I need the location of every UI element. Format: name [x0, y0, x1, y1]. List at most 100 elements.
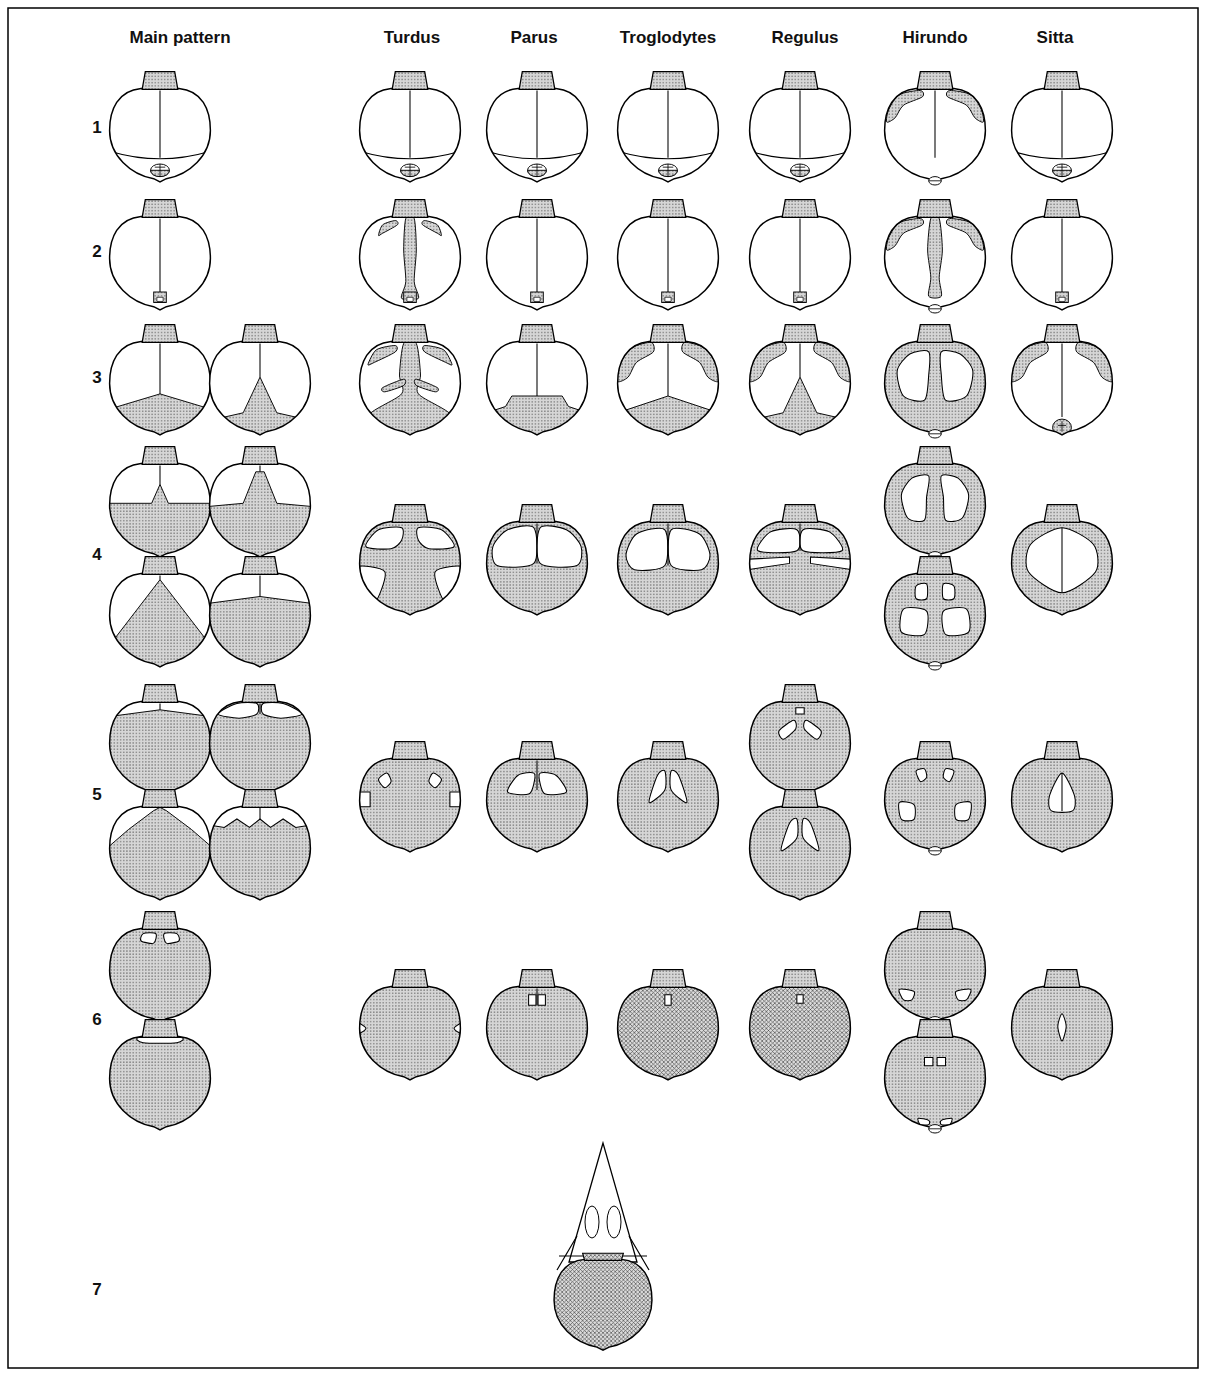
skull	[605, 970, 731, 1094]
unossified-window	[353, 566, 385, 604]
skull-outline	[360, 758, 461, 851]
ossified-area	[814, 342, 851, 381]
ossification-pattern	[737, 798, 863, 914]
ossified-area	[737, 693, 863, 809]
skull-outline	[885, 1036, 986, 1129]
midline-suture	[667, 91, 668, 158]
ossification-pattern	[737, 978, 863, 1094]
column-heading: Turdus	[384, 28, 440, 48]
skull	[999, 970, 1125, 1094]
ossified-area	[197, 472, 323, 571]
unossified-window	[899, 802, 916, 821]
occipital-mark	[791, 164, 810, 177]
occipital-mark	[929, 430, 942, 438]
ossified-area	[474, 750, 600, 866]
frontal-base	[142, 325, 178, 343]
frontal-base	[650, 505, 686, 523]
occipital-mark	[1058, 421, 1066, 432]
skull	[487, 200, 588, 310]
skull	[618, 72, 719, 182]
ossification-pattern	[662, 219, 675, 303]
skull	[360, 72, 461, 182]
occipital-mark	[532, 164, 543, 177]
skull	[737, 970, 863, 1094]
ossified-area	[605, 396, 731, 449]
ossification-pattern	[794, 219, 807, 303]
skull	[347, 742, 473, 866]
skull	[1011, 325, 1113, 436]
skull	[97, 685, 223, 809]
occipital-mark	[151, 164, 170, 177]
unossified-window	[537, 526, 582, 568]
skull-outline	[1012, 341, 1113, 434]
occipital-mark	[155, 164, 166, 177]
unossified-window	[668, 528, 710, 570]
ossification-pattern	[872, 1028, 998, 1144]
frontal-base	[142, 557, 178, 575]
ossification-pattern	[751, 91, 850, 177]
unossified-window	[811, 557, 853, 570]
ossification-pattern	[111, 91, 210, 177]
skull-outline	[618, 88, 719, 181]
midline-suture	[934, 91, 935, 158]
ossification-pattern	[737, 342, 863, 448]
unossified-window	[757, 529, 800, 553]
ossification-pattern	[474, 513, 600, 629]
occipital-mark	[1059, 297, 1065, 301]
occipital-mark	[401, 164, 420, 177]
ossified-area	[347, 978, 473, 1094]
frontal-base	[1044, 72, 1080, 90]
skull-outline	[750, 216, 851, 309]
unossified-window	[665, 995, 671, 1006]
skull	[97, 557, 223, 681]
ossified-area	[97, 807, 223, 913]
ossified-area	[999, 750, 1125, 866]
ossified-area	[347, 513, 473, 629]
unossified-window	[529, 995, 536, 1006]
frontal-base	[782, 200, 818, 218]
frontal-base	[142, 912, 178, 930]
midline-suture	[259, 344, 260, 378]
skull-outline	[110, 1036, 211, 1129]
skull-body	[1012, 88, 1113, 181]
skull-body	[487, 88, 588, 181]
skull-outline	[750, 701, 851, 794]
skull	[97, 790, 223, 914]
ossified-area	[97, 1028, 223, 1144]
skull-outline	[885, 88, 986, 181]
frontal-base	[917, 557, 953, 575]
unossified-window	[450, 792, 465, 807]
skull-outline	[1012, 521, 1113, 614]
row-number: 6	[92, 1010, 101, 1030]
midline-suture	[1061, 91, 1062, 158]
frontal-base	[519, 505, 555, 523]
occipital-mark	[1053, 164, 1072, 177]
unossified-window	[378, 773, 391, 788]
skull	[872, 325, 998, 449]
ossified-area	[1076, 342, 1113, 381]
frontal-base	[392, 742, 428, 760]
skull-outline	[618, 341, 719, 434]
unossified-window	[1058, 1014, 1066, 1041]
occipital-mark	[662, 292, 675, 303]
skull-outline	[618, 216, 719, 309]
ossification-pattern	[97, 1028, 223, 1144]
skull	[872, 447, 998, 571]
ossified-area	[749, 342, 786, 381]
frontal-base	[782, 790, 818, 808]
transverse-suture	[1013, 151, 1112, 158]
midline-suture	[1061, 219, 1062, 293]
skull-outline	[750, 986, 851, 1079]
skull	[737, 325, 863, 449]
frontal-base	[392, 505, 428, 523]
frontal-base	[242, 447, 278, 465]
skull	[872, 557, 998, 681]
frontal-base	[917, 200, 953, 218]
occipital-mark	[929, 665, 942, 666]
frontal-base	[142, 447, 178, 465]
ossified-area	[197, 693, 323, 809]
frontal-base	[242, 790, 278, 808]
row-number: 4	[92, 545, 101, 565]
unossified-window	[901, 475, 929, 522]
skull-outline	[885, 573, 986, 666]
